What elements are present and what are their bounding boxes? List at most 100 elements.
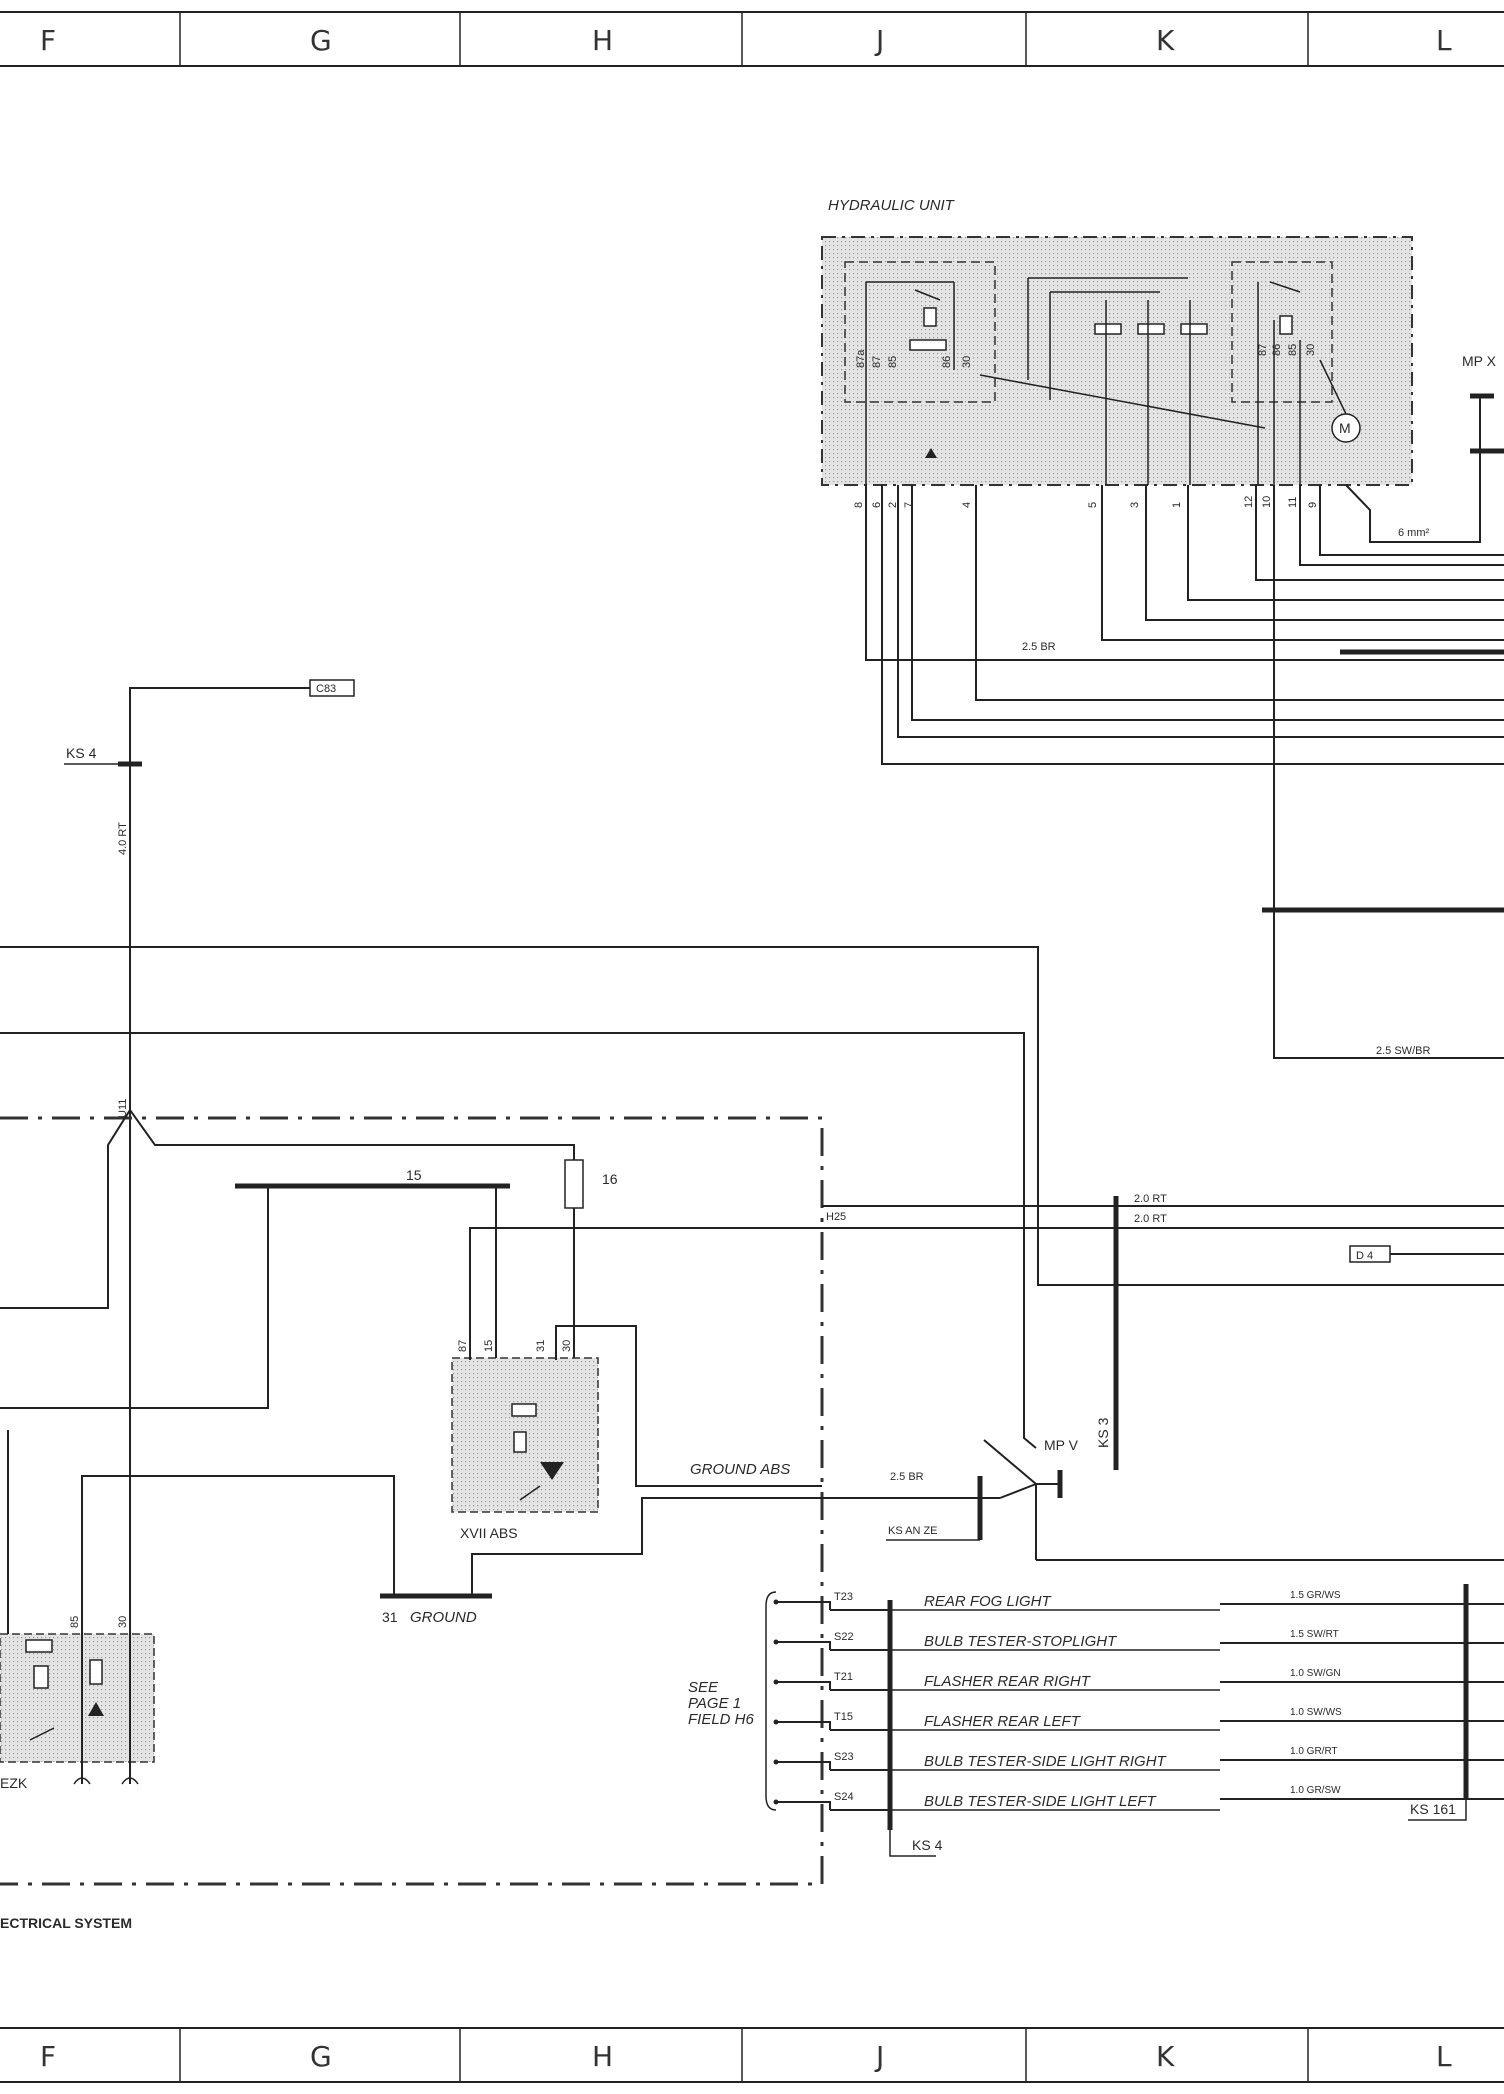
grid-header-top: F G H J K L	[0, 11, 1504, 67]
signal-label: BULB TESTER-SIDE LIGHT RIGHT	[924, 1753, 1168, 1770]
signal-label: FLASHER REAR RIGHT	[924, 1673, 1092, 1690]
feed-lower	[0, 1032, 1037, 1449]
signal-branch-wire	[776, 1761, 831, 1770]
grid-col-k-bottom: K	[1156, 2040, 1175, 2073]
ks-an-ze-label: KS AN ZE	[888, 1525, 938, 1537]
pin-b10: 10	[1261, 496, 1273, 508]
u11-label: U11	[117, 1099, 129, 1118]
wire-25swbr: 2.5 SW/BR	[1376, 1045, 1430, 1057]
mp-v-label: MP V	[1044, 1437, 1079, 1453]
mp-v-ground: MP V GROUND ABS 2.5 BR KS AN ZE	[690, 1437, 1504, 1561]
feed-upper	[0, 946, 1504, 1286]
ks161-label: KS 161	[1410, 1801, 1456, 1817]
wire-25br-bottom: 2.5 BR	[890, 1471, 924, 1483]
relay-ezk: EZK 85 30	[0, 1430, 155, 1791]
signal-label: BULB TESTER-STOPLIGHT	[924, 1633, 1118, 1650]
system-boundary	[0, 1116, 824, 1886]
signal-pin-t23: T23	[834, 1591, 853, 1603]
ezk-pin-85: 85	[69, 1616, 81, 1628]
grid-col-g-bottom: G	[310, 2040, 332, 2073]
signal-pin-s23: S23	[834, 1751, 854, 1763]
pin-b1: 1	[1171, 502, 1183, 508]
abs-pin-30: 30	[561, 1340, 573, 1352]
relay-abs: XVII ABS 87 15 31 30	[451, 1227, 822, 1541]
pin-b9: 9	[1307, 502, 1319, 508]
grid-col-l-bottom: L	[1436, 2040, 1452, 2073]
abs-pin-31: 31	[535, 1340, 547, 1352]
pin-b12: 12	[1243, 496, 1255, 508]
mp-x-ground: MP X	[1462, 353, 1504, 454]
signal-branch-wire	[776, 1721, 831, 1730]
see-note-line2: PAGE 1	[688, 1695, 741, 1712]
wire-40rt: 4.0 RT	[117, 822, 129, 855]
signal-branch-wire	[776, 1641, 831, 1650]
grid-col-l: L	[1436, 24, 1452, 57]
motor-icon: M	[1339, 420, 1351, 436]
signal-label: FLASHER REAR LEFT	[924, 1713, 1082, 1730]
signal-wire-label: 1.0 GR/RT	[1290, 1746, 1338, 1757]
pin-87a: 87a	[855, 349, 867, 368]
pin-b8: 8	[853, 502, 865, 508]
fuse-16-label: 16	[602, 1171, 618, 1187]
ezk-pin-30: 30	[117, 1616, 129, 1628]
d4-label: D 4	[1356, 1250, 1373, 1262]
ks4-bottom-label: KS 4	[912, 1837, 943, 1853]
pin-30-right: 30	[1305, 344, 1317, 356]
pin-87-right: 87	[1257, 344, 1269, 356]
grid-col-j: J	[874, 24, 884, 57]
signal-pin-t21: T21	[834, 1671, 853, 1683]
grid-col-h-bottom: H	[592, 2040, 613, 2073]
pin-b7: 7	[903, 502, 915, 508]
ground-abs-label: GROUND ABS	[690, 1461, 790, 1478]
signal-wire-label: 1.0 SW/GN	[1290, 1668, 1341, 1679]
signal-pin-t15: T15	[834, 1711, 853, 1723]
pin-b3: 3	[1129, 502, 1141, 508]
signal-branch-wire	[776, 1601, 831, 1610]
signal-label: REAR FOG LIGHT	[924, 1593, 1053, 1610]
relay-abs-label: XVII ABS	[460, 1525, 518, 1541]
signal-pin-s24: S24	[834, 1791, 854, 1803]
pin-85-right: 85	[1287, 344, 1299, 356]
diode-icon	[925, 448, 937, 458]
grid-col-h: H	[592, 24, 613, 57]
signal-list: SEE PAGE 1 FIELD H6 KS 4 KS 161	[688, 1584, 1469, 1857]
see-note-line1: SEE	[688, 1679, 719, 1696]
pin-b5: 5	[1087, 502, 1099, 508]
grid-col-k: K	[1156, 24, 1175, 57]
grid-header-bottom: F G H J K L	[0, 2027, 1504, 2083]
pin-86-right: 86	[1271, 344, 1283, 356]
pin-b2: 2	[887, 502, 899, 508]
hydraulic-unit-label: HYDRAULIC UNIT	[828, 197, 956, 214]
diode-abs-icon	[540, 1462, 564, 1480]
signal-branch-wire	[776, 1681, 831, 1690]
relay-ezk-label: EZK	[0, 1775, 28, 1791]
signal-wire-label: 1.5 GR/WS	[1290, 1590, 1341, 1601]
bus-15: 15 16	[0, 1159, 618, 1409]
ks3-connector: H25 KS 3 2.0 RT 2.0 RT D 4	[822, 1193, 1504, 1470]
diode-ezk-icon	[88, 1702, 104, 1716]
ks4-top-label: KS 4	[66, 745, 97, 761]
grid-col-j-bottom: J	[874, 2040, 884, 2073]
mp-x-label: MP X	[1462, 353, 1497, 369]
hydraulic-harness: 2.5 BR 6 mm² 2.5 SW/BR	[865, 395, 1504, 1059]
fuse-16	[564, 1159, 584, 1209]
signal-branch-wire	[776, 1801, 831, 1810]
abs-pin-87: 87	[457, 1340, 469, 1352]
c83-label: C83	[316, 683, 336, 695]
pin-b4: 4	[961, 502, 973, 508]
ground-31: 31 GROUND	[81, 1475, 1000, 1626]
signal-wire-label: 1.5 SW/RT	[1290, 1629, 1339, 1640]
wire-20rt-b: 2.0 RT	[1134, 1213, 1167, 1225]
pin-86: 86	[941, 356, 953, 368]
c83-branch: C83 KS 4 4.0 RT	[64, 679, 355, 1780]
see-note-line3: FIELD H6	[688, 1711, 755, 1728]
abs-pin-15: 15	[483, 1340, 495, 1352]
signal-wire-label: 1.0 SW/WS	[1290, 1707, 1342, 1718]
pin-87: 87	[871, 356, 883, 368]
pin-b11: 11	[1287, 497, 1299, 508]
signal-label: BULB TESTER-SIDE LIGHT LEFT	[924, 1793, 1158, 1810]
ground-31-number: 31	[382, 1609, 398, 1625]
pin-b6: 6	[871, 502, 883, 508]
